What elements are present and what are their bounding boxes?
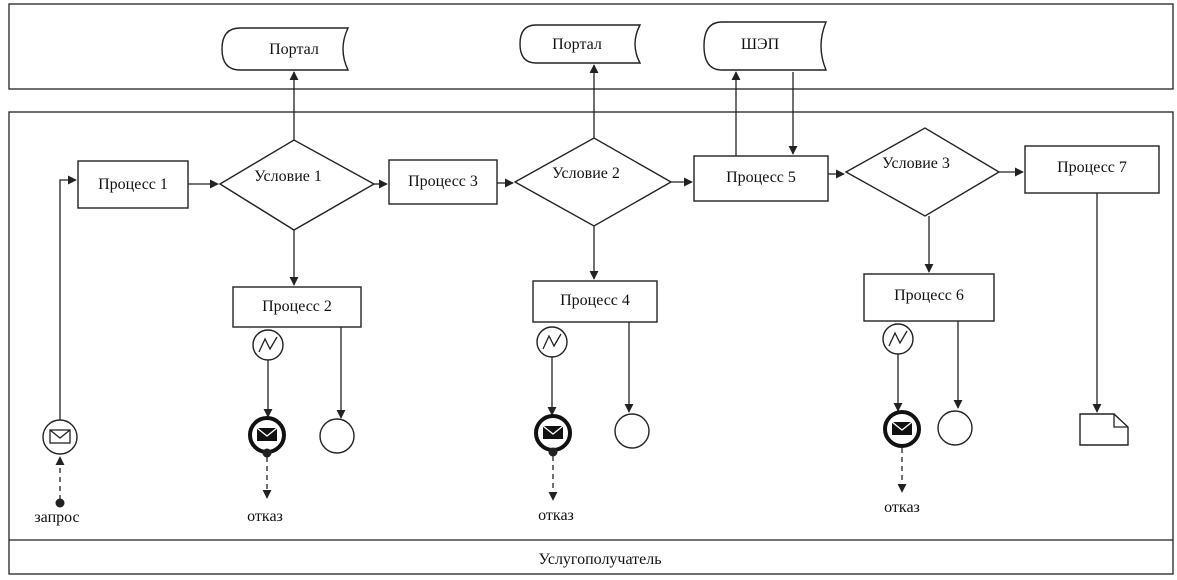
system-lane [8, 3, 1174, 90]
process-5-box [693, 155, 829, 202]
condition-2-label: Условие 2 [552, 165, 620, 182]
lane-label-recipient: Услугополучатель [538, 551, 661, 568]
request-origin-dot [55, 498, 65, 508]
process-2-box [232, 286, 362, 328]
refusal-2-dot [548, 447, 558, 457]
process-2-label: Процесс 2 [262, 298, 332, 315]
system-store-label: Портал [269, 41, 319, 58]
end-event-2 [614, 413, 650, 449]
end-message-event-1 [248, 416, 286, 454]
end-message-event-2 [534, 414, 572, 452]
system-store-label: ШЭП [741, 36, 780, 53]
end-event-1 [319, 418, 355, 454]
envelope-icon [49, 429, 71, 444]
timer-event-3 [882, 323, 914, 355]
main-lane [8, 111, 1174, 575]
process-7-box [1024, 145, 1160, 194]
refusal-1-dot [262, 448, 272, 458]
refusal-3-label: отказ [884, 499, 920, 516]
end-event-3 [937, 410, 973, 446]
process-3-box [388, 159, 498, 205]
process-1-label: Процесс 1 [98, 176, 168, 193]
process-6-box [863, 273, 995, 322]
wave-timer-icon [258, 336, 278, 353]
condition-3-diamond [844, 127, 1001, 217]
request-label: запрос [34, 509, 79, 526]
process-5-label: Процесс 5 [726, 169, 796, 186]
timer-event-1 [252, 329, 284, 361]
refusal-2-label: отказ [538, 507, 574, 524]
process-1-box [77, 160, 189, 209]
process-4-label: Процесс 4 [560, 292, 630, 309]
condition-1-label: Условие 1 [254, 168, 322, 185]
start-message-event [42, 419, 78, 455]
refusal-1-label: отказ [247, 508, 283, 525]
timer-event-2 [536, 326, 568, 358]
system-store-shep: ШЭП [703, 21, 828, 71]
process-7-label: Процесс 7 [1057, 159, 1127, 176]
condition-1-diamond [218, 139, 376, 231]
wave-timer-icon [542, 333, 562, 350]
wave-timer-icon [888, 330, 908, 347]
system-store-portal-2: Портал [519, 24, 642, 64]
document-icon [1079, 413, 1129, 446]
system-store-portal-1: Портал [221, 27, 350, 71]
process-3-label: Процесс 3 [408, 173, 478, 190]
process-4-box [532, 280, 658, 323]
end-message-event-3 [883, 410, 921, 448]
condition-2-diamond [513, 137, 673, 227]
connector-start-p1 [59, 175, 77, 420]
process-6-label: Процесс 6 [894, 287, 964, 304]
condition-3-label: Условие 3 [882, 155, 950, 172]
system-store-label: Портал [552, 36, 602, 53]
